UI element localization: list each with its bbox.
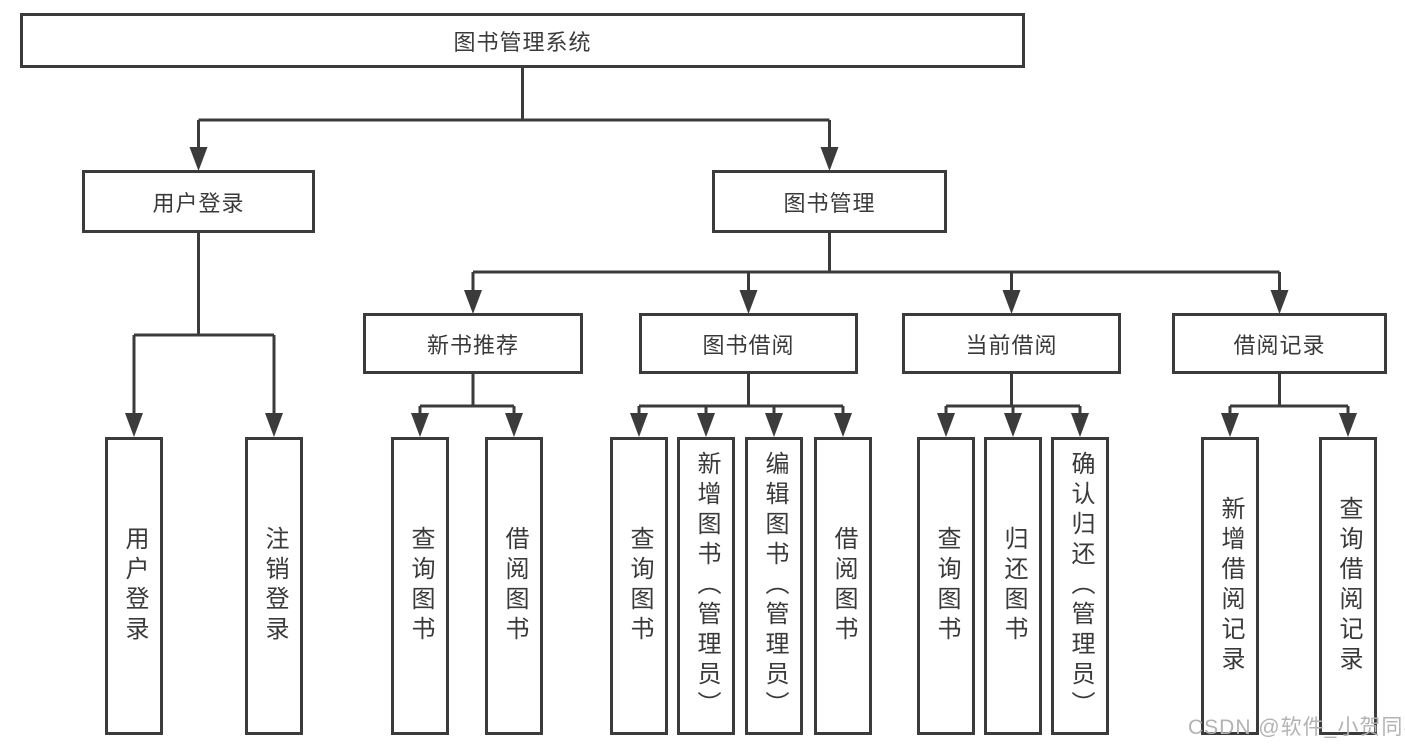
node-book-borrow: 图书借阅 [639,313,858,374]
leaf-confirm-return-admin: 确认归还（管理员） [1051,437,1109,735]
leaf-borrow-book-recommend: 借阅图书 [485,437,543,735]
arrowhead [265,413,283,437]
node-label: 查询图书 [626,526,653,646]
connector-root [189,68,839,171]
connector-new-book-recommend [411,373,523,437]
node-label: 当前借阅 [965,332,1058,358]
leaf-query-borrow-record: 查询借阅记录 [1319,437,1377,735]
node-borrow-records: 借阅记录 [1172,313,1387,374]
arrowhead [1002,290,1021,314]
node-book-management: 图书管理 [712,170,947,233]
arrowhead [697,413,715,437]
node-label: 新增借阅记录 [1217,496,1244,676]
node-label: 用户登录 [152,190,245,216]
csdn-watermark: CSDN @软件_小贺同学 [1188,716,1405,739]
connector-borrow-records [1221,373,1357,437]
leaf-query-book-recommend: 查询图书 [391,437,449,735]
leaf-query-book-current: 查询图书 [917,437,975,735]
node-label: 确认归还（管理员） [1067,451,1094,721]
arrowhead [1071,413,1089,437]
node-label: 新书推荐 [426,332,519,358]
node-label: 注销登录 [261,526,288,646]
leaf-add-borrow-record: 新增借阅记录 [1201,437,1259,735]
node-label: 编辑图书（管理员） [761,451,788,721]
arrowhead [820,147,839,171]
arrowhead [937,413,955,437]
node-label: 查询图书 [933,526,960,646]
arrowhead [411,413,429,437]
node-library-system: 图书管理系统 [20,13,1025,68]
leaf-query-book-borrow: 查询图书 [610,437,668,735]
arrowhead [1270,290,1289,314]
node-label: 归还图书 [1000,526,1027,646]
arrowhead [464,290,482,314]
connector-book-borrow [630,373,852,437]
node-label: 借阅记录 [1233,332,1326,358]
arrowhead [1004,413,1022,437]
leaf-borrow-book: 借阅图书 [814,437,872,735]
arrowhead [1221,413,1239,437]
node-new-book-recommend: 新书推荐 [363,313,583,374]
node-label: 图书借阅 [702,332,795,358]
arrowhead [505,413,523,437]
node-label: 查询图书 [407,526,434,646]
connector-current-borrow [937,373,1089,437]
arrowhead [125,413,143,437]
leaf-return-book: 归还图书 [984,437,1042,735]
node-label: 图书管理系统 [453,29,592,55]
node-label: 新增图书（管理员） [693,451,720,721]
arrowhead [834,413,852,437]
leaf-logout: 注销登录 [245,437,303,735]
node-user-login: 用户登录 [82,170,315,233]
leaf-add-book-admin: 新增图书（管理员） [677,437,735,735]
leaf-user-login: 用户登录 [105,437,163,735]
arrowhead [189,147,208,171]
node-current-borrow: 当前借阅 [902,313,1121,374]
arrowhead [630,413,648,437]
connector-user-login [125,232,283,437]
node-label: 借阅图书 [830,526,857,646]
connector-book-management [464,232,1289,314]
node-label: 图书管理 [783,190,876,216]
node-label: 查询借阅记录 [1335,496,1362,676]
node-label: 用户登录 [121,526,148,646]
node-label: 借阅图书 [501,526,528,646]
arrowhead [1339,413,1357,437]
leaf-edit-book-admin: 编辑图书（管理员） [745,437,803,735]
arrowhead [765,413,783,437]
arrowhead [739,290,758,314]
